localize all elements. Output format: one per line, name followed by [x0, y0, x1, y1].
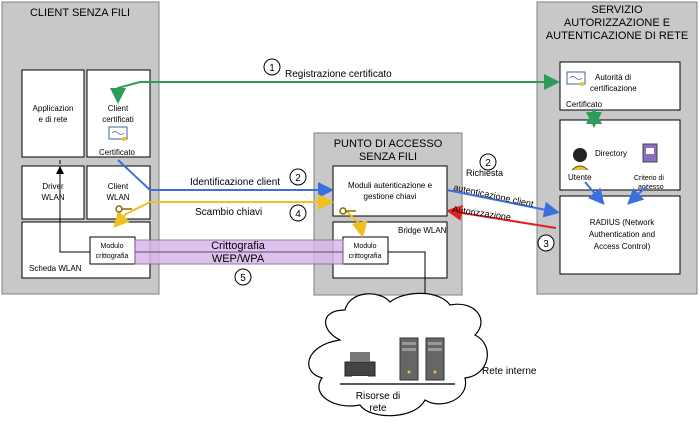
applications-box: [21, 69, 85, 158]
step-2-marker: 2: [289, 168, 307, 186]
certificate-icon: [108, 126, 128, 141]
svg-text:Authentication and: Authentication and: [589, 230, 655, 239]
svg-text:Certificato: Certificato: [566, 100, 603, 109]
svg-text:WLAN: WLAN: [106, 193, 129, 202]
autorita-box: [559, 61, 681, 111]
svg-text:WLAN: WLAN: [41, 193, 64, 202]
ap-modules-box: [332, 165, 448, 217]
svg-text:Driver: Driver: [42, 182, 64, 191]
svg-text:Moduli autenticazione e: Moduli autenticazione e: [348, 181, 433, 190]
step-1-marker: 1: [263, 58, 281, 76]
richiesta-label-1: Richiesta: [466, 168, 503, 178]
svg-text:3: 3: [543, 239, 549, 250]
ap-crypto-module-box: [342, 236, 389, 265]
svg-text:certificati: certificati: [102, 115, 134, 124]
svg-text:Client: Client: [108, 182, 129, 191]
svg-text:Access Control): Access Control): [594, 242, 651, 251]
policy-icon: [642, 143, 658, 163]
printer-icon: [344, 352, 376, 379]
svg-text:Client: Client: [108, 104, 129, 113]
svg-text:Modulo: Modulo: [101, 243, 124, 250]
identification-arrow: [117, 159, 334, 198]
registrazione-label: Registrazione certificato: [285, 69, 392, 80]
svg-text:Utente: Utente: [568, 173, 592, 182]
svg-text:SERVIZIO: SERVIZIO: [591, 4, 643, 16]
crypto-label-2: WEP/WPA: [212, 253, 265, 265]
auth-request-arrow: [446, 189, 560, 218]
client-cert-box: [86, 69, 151, 158]
svg-text:accesso: accesso: [638, 184, 664, 191]
applications-line1: Applicazion: [33, 104, 74, 113]
svg-text:Modulo: Modulo: [354, 243, 377, 250]
rete-interne-label: Rete interne: [482, 366, 537, 377]
client-crypto-module-box: [89, 236, 136, 265]
svg-text:crittografia: crittografia: [349, 253, 382, 260]
svg-text:Criterio di: Criterio di: [634, 175, 664, 182]
svg-text:Risorse di: Risorse di: [356, 391, 400, 402]
svg-text:5: 5: [240, 273, 246, 284]
driver-wlan-box: [21, 165, 85, 220]
key-icon-ap: [339, 207, 356, 215]
svg-text:2: 2: [485, 158, 491, 169]
cert-caption: Certificato: [99, 148, 136, 157]
step-5-marker: 5: [234, 268, 252, 286]
registration-arrow-client: [110, 81, 141, 104]
svg-text:crittografia: crittografia: [96, 253, 129, 260]
radius-box: [559, 195, 681, 275]
scheda-wlan-label: Scheda WLAN: [29, 264, 82, 273]
bridge-wlan-label: Bridge WLAN: [398, 226, 447, 235]
svg-text:Directory: Directory: [595, 149, 627, 158]
svg-text:1: 1: [269, 63, 275, 74]
server-icon-2: [425, 337, 445, 381]
identificazione-label: Identificazione client: [190, 177, 280, 188]
svg-text:gestione chiavi: gestione chiavi: [364, 192, 417, 201]
scambio-label: Scambio chiavi: [195, 207, 262, 218]
step-2b-marker: 2: [479, 153, 497, 171]
svg-text:Autorità di: Autorità di: [595, 73, 631, 82]
client-panel-title: CLIENT SENZA FILI: [30, 7, 130, 19]
authorization-arrow: [446, 205, 557, 229]
network-cloud: Risorse di rete: [308, 292, 488, 417]
svg-text:rete: rete: [369, 403, 387, 414]
step-3-marker: 3: [537, 234, 555, 252]
svg-text:2: 2: [295, 173, 301, 184]
ca-certificate-icon: [566, 71, 586, 86]
svg-text:PUNTO DI ACCESSO: PUNTO DI ACCESSO: [334, 138, 443, 150]
step-4-marker: 4: [289, 204, 307, 222]
crypto-label-1: Crittografia: [211, 240, 266, 252]
svg-text:RADIUS (Network: RADIUS (Network: [590, 218, 655, 227]
user-icon: [571, 148, 589, 171]
client-panel: CLIENT SENZA FILI Applicazion e di rete …: [1, 1, 160, 295]
svg-text:SENZA FILI: SENZA FILI: [359, 151, 417, 163]
svg-text:AUTENTICAZIONE DI RETE: AUTENTICAZIONE DI RETE: [546, 30, 688, 42]
ap-panel: PUNTO DI ACCESSO SENZA FILI Moduli auten…: [313, 132, 463, 296]
server-icon-1: [399, 337, 419, 381]
key-icon-client: [115, 205, 132, 213]
svg-text:4: 4: [295, 209, 301, 220]
svg-text:certificazione: certificazione: [590, 84, 637, 93]
client-wlan-box: [86, 165, 151, 220]
svg-text:AUTORIZZAZIONE E: AUTORIZZAZIONE E: [564, 17, 670, 29]
applications-line2: e di rete: [39, 115, 68, 124]
service-panel: SERVIZIO AUTORIZZAZIONE E AUTENTICAZIONE…: [536, 1, 698, 295]
